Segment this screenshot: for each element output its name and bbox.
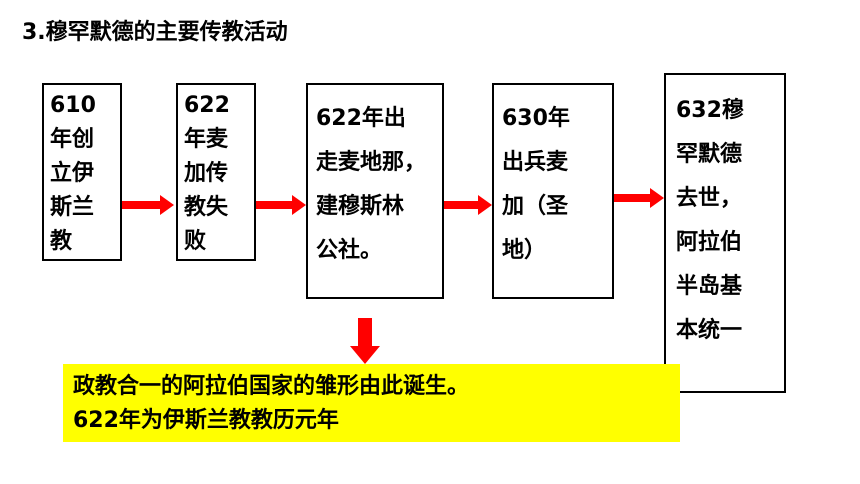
box-text-line: 立伊 (50, 161, 95, 186)
box-text-line: 622 (184, 93, 230, 118)
box-text-line: 本统一 (676, 318, 743, 343)
arrow-right-icon (444, 195, 492, 215)
box-text-line: 斯兰 (50, 195, 95, 220)
event-box-610: 610 年创 立伊 斯兰 教 (42, 83, 122, 261)
box-text-line: 去世， (676, 186, 743, 211)
box-text-line: 公社。 (316, 238, 383, 263)
event-box-622-medina: 622年出 走麦地那， 建穆斯林 公社。 (306, 83, 444, 299)
event-box-622-failure: 622 年麦 加传 教失 败 (176, 83, 256, 261)
box-text-line: 地） (502, 238, 547, 263)
box-text-line: 走麦地那， (316, 150, 427, 175)
event-box-632: 632穆 罕默德 去世， 阿拉伯 半岛基 本统一 (664, 73, 786, 393)
box-text-line: 罕默德 (676, 142, 743, 167)
arrow-right-icon (256, 195, 306, 215)
box-text-line: 622年出 (316, 106, 406, 131)
note-line: 622年为伊斯兰教教历元年 (73, 408, 339, 433)
arrow-right-icon (122, 195, 174, 215)
box-text-line: 610 (50, 93, 96, 118)
box-text-line: 加（圣 (502, 194, 569, 219)
arrow-down-icon (350, 318, 380, 364)
conclusion-note: 政教合一的阿拉伯国家的雏形由此诞生。 622年为伊斯兰教教历元年 (63, 364, 680, 442)
arrow-right-icon (614, 188, 664, 208)
box-text-line: 年麦 (184, 127, 229, 152)
box-text-line: 632穆 (676, 98, 744, 123)
box-text-line: 教 (50, 229, 73, 254)
event-box-630: 630年 出兵麦 加（圣 地） (492, 83, 614, 299)
box-text-line: 加传 (184, 161, 229, 186)
box-text-line: 建穆斯林 (316, 194, 405, 219)
note-line: 政教合一的阿拉伯国家的雏形由此诞生。 (73, 374, 470, 399)
box-text-line: 半岛基 (676, 274, 743, 299)
box-text-line: 阿拉伯 (676, 230, 743, 255)
box-text-line: 630年 (502, 106, 570, 131)
box-text-line: 出兵麦 (502, 150, 569, 175)
box-text-line: 教失 (184, 195, 229, 220)
box-text-line: 年创 (50, 127, 95, 152)
box-text-line: 败 (184, 229, 207, 254)
diagram-title: 3.穆罕默德的主要传教活动 (22, 20, 288, 45)
